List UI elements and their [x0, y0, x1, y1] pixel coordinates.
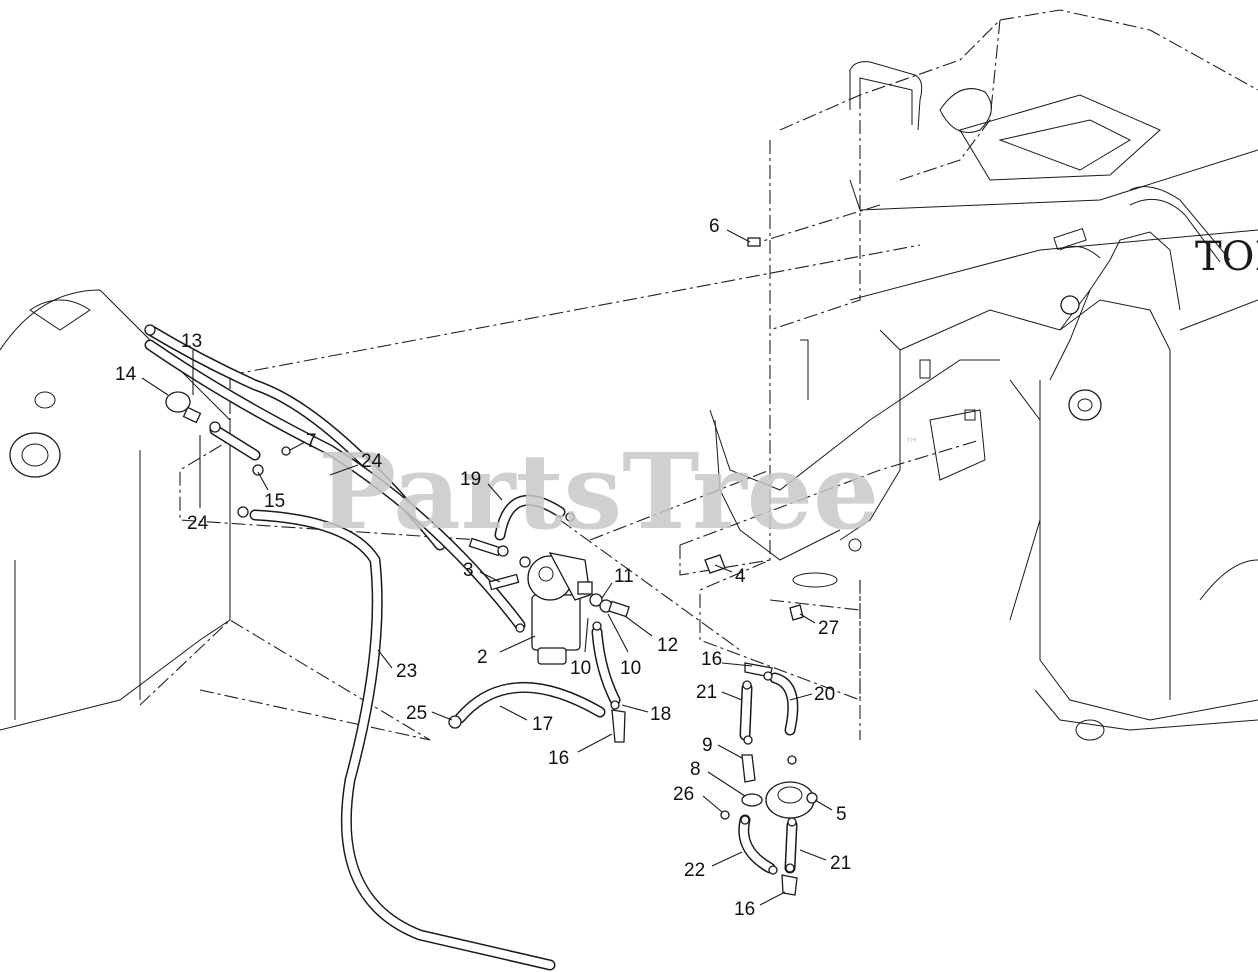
callout-15: 15 [264, 491, 285, 512]
fuel-tank [0, 289, 231, 731]
callout-21-upper: 21 [696, 682, 717, 703]
callout-24-lower: 24 [187, 513, 209, 534]
callout-25: 25 [406, 703, 427, 724]
callout-16-left: 16 [548, 748, 569, 769]
callout-5: 5 [836, 804, 847, 825]
callout-26: 26 [673, 784, 694, 805]
callout-17: 17 [532, 714, 553, 735]
hoses [144, 324, 799, 971]
callout-16-bottom: 16 [734, 899, 755, 920]
leader-lines [141, 229, 833, 906]
callout-18: 18 [650, 704, 671, 725]
callout-10-left: 10 [570, 658, 591, 679]
callout-23: 23 [396, 661, 417, 682]
watermark: PartsTree ™ [318, 430, 919, 553]
callout-4: 4 [735, 566, 746, 587]
components [144, 237, 818, 896]
callout-numbers: 13 14 7 24 24 15 19 3 11 12 2 10 10 6 4 … [115, 216, 851, 920]
callout-12: 12 [657, 635, 678, 656]
callout-19: 19 [460, 469, 481, 490]
callout-27: 27 [818, 618, 839, 639]
callout-13: 13 [181, 331, 202, 352]
callout-6: 6 [709, 216, 720, 237]
watermark-trademark: ™ [905, 436, 919, 452]
callout-8: 8 [690, 759, 701, 780]
machine-frame: TOR [699, 9, 1258, 741]
callout-24-upper: 24 [361, 451, 383, 472]
callout-11: 11 [614, 566, 634, 587]
brand-text: TOR [1195, 234, 1258, 280]
callout-2: 2 [477, 647, 488, 668]
callout-21-lower: 21 [830, 853, 851, 874]
callout-22: 22 [684, 860, 705, 881]
callout-9: 9 [702, 735, 713, 756]
callout-7: 7 [306, 431, 317, 452]
callout-16-top: 16 [701, 649, 722, 670]
callout-14: 14 [115, 364, 137, 385]
callout-10-right: 10 [620, 658, 641, 679]
watermark-text: PartsTree [318, 430, 879, 553]
callout-3: 3 [463, 560, 474, 581]
callout-20: 20 [814, 684, 835, 705]
